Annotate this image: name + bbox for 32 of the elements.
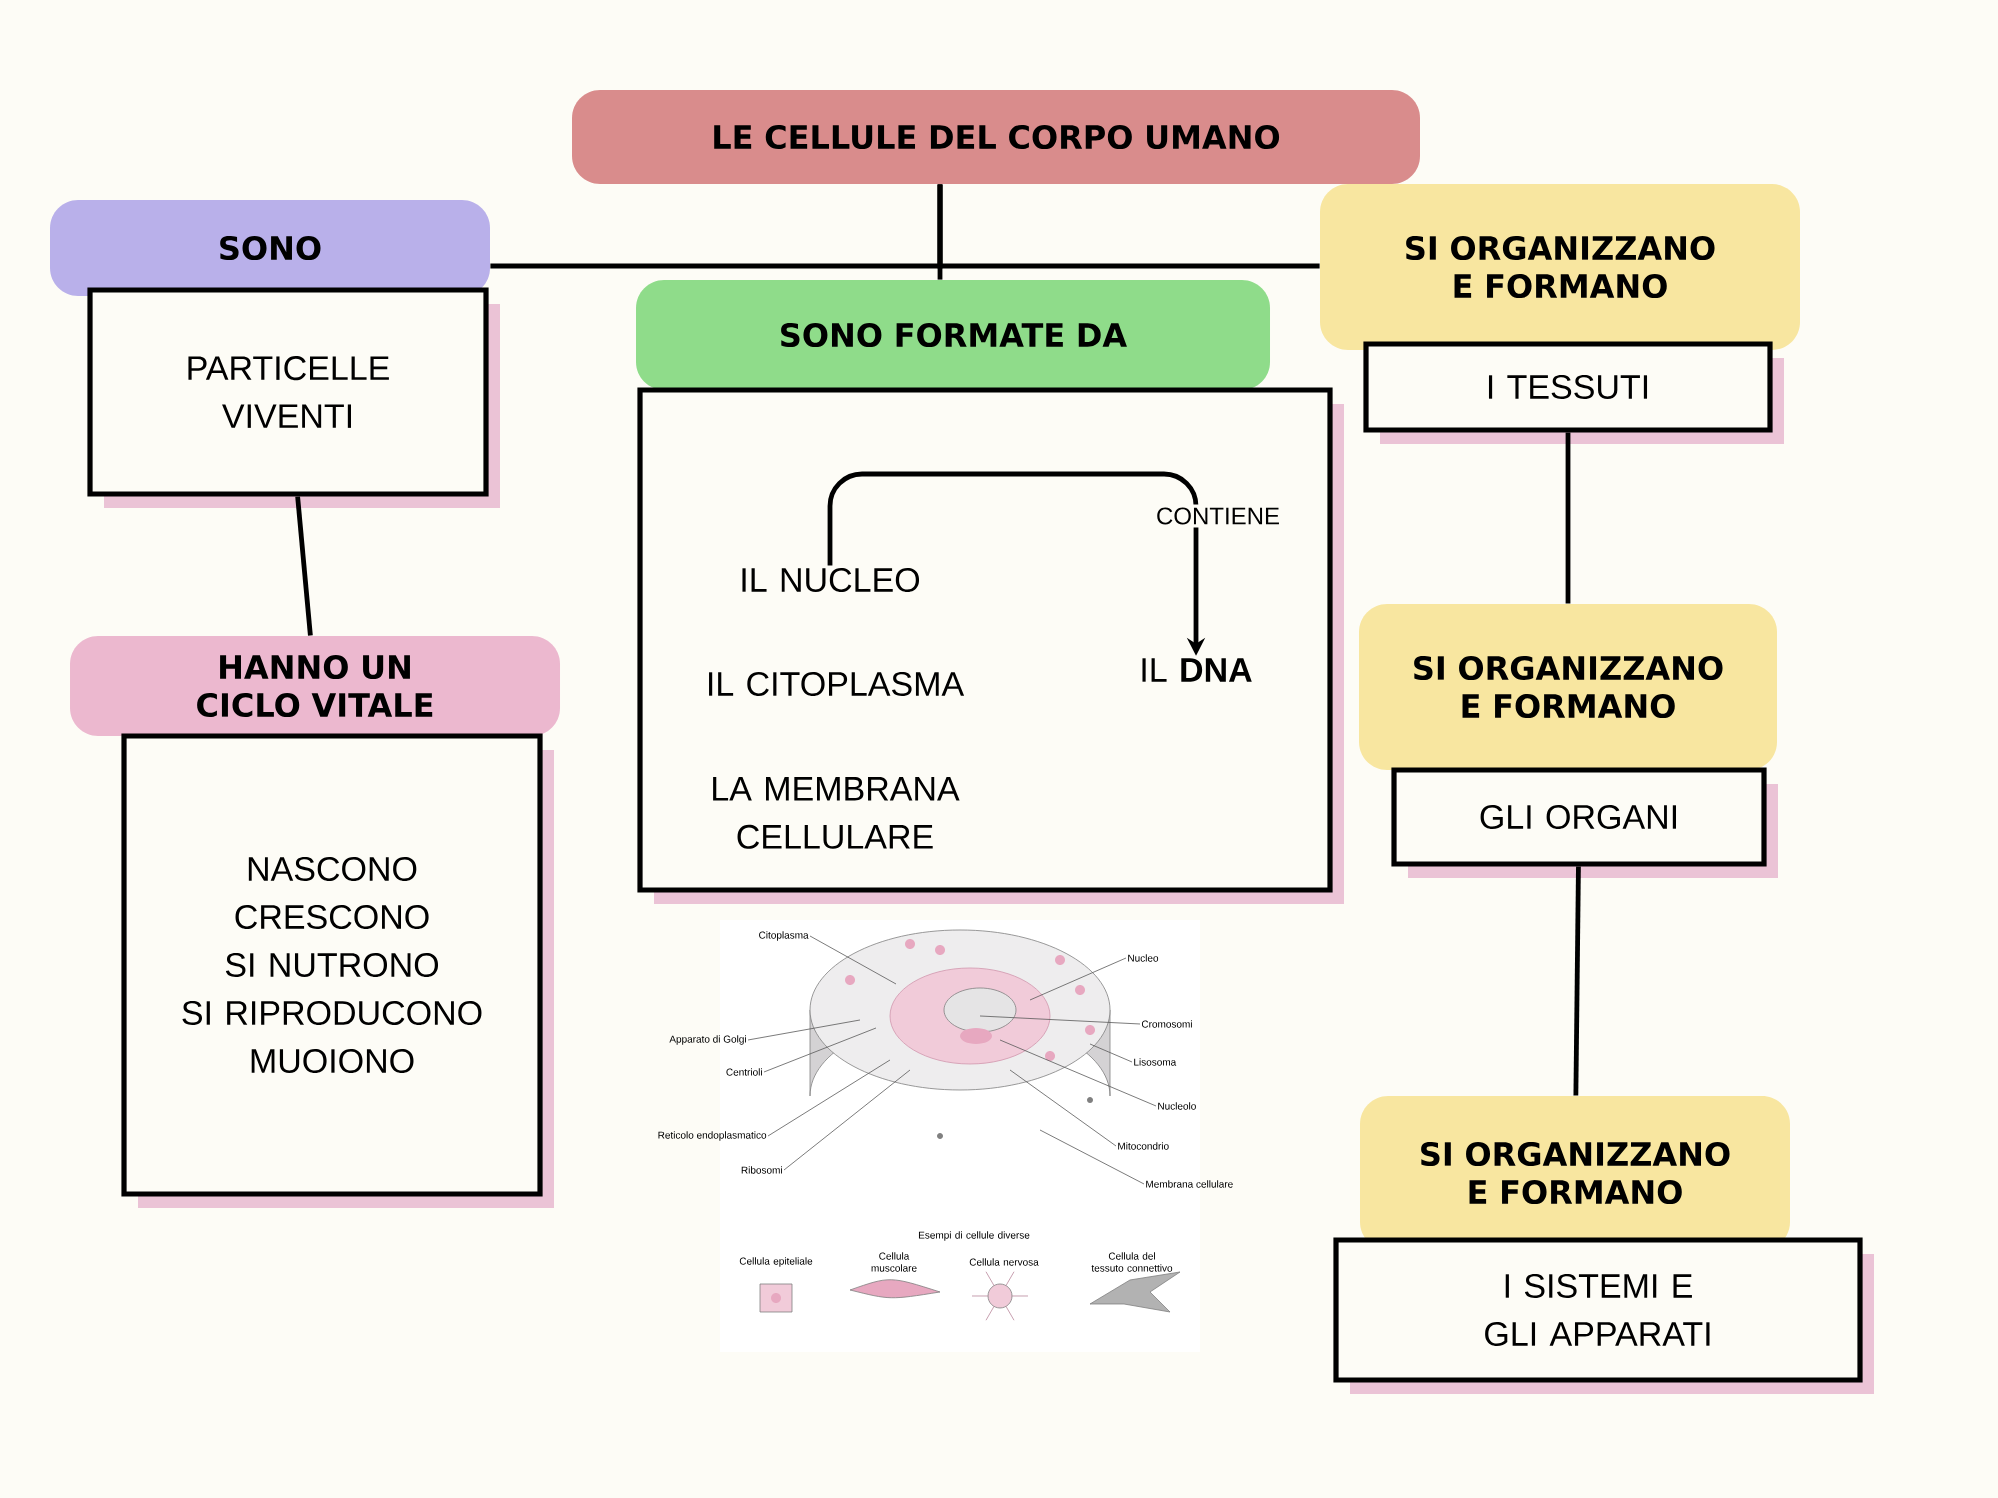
leader-line (1039, 1129, 1145, 1185)
edge-label: CONTIENE (1153, 504, 1283, 528)
leader-line (979, 1015, 1141, 1025)
text-box: I TESSUTI (1363, 341, 1784, 444)
heading-banner: SI ORGANIZZANO E FORMANO (1359, 604, 1777, 770)
leader-line (1029, 957, 1127, 1001)
leader-line (747, 1019, 861, 1041)
connector-line (295, 496, 313, 636)
text-box: NASCONO CRESCONO SI NUTRONO SI RIPRODUCONO MUOIONO (121, 733, 554, 1208)
leader-line (999, 1039, 1157, 1107)
text-box (637, 387, 1344, 904)
heading-banner: SONO FORMATE DA (636, 280, 1270, 390)
leader-line (809, 935, 897, 985)
leader-line (1009, 1069, 1117, 1147)
list-text: IL CITOPLASMA (709, 671, 965, 697)
connector-line (937, 184, 1320, 269)
heading-banner: HANNO UN CICLO VITALE (70, 636, 560, 736)
connector-line (1565, 432, 1571, 604)
leader-line (767, 1059, 891, 1137)
connector-line (1573, 866, 1581, 1096)
text-box: I SISTEMI E GLI APPARATI (1333, 1237, 1874, 1394)
list-text: IL NUCLEO (742, 567, 920, 593)
heading-banner: SI ORGANIZZANO E FORMANO (1320, 184, 1800, 350)
leader-line (763, 1027, 877, 1073)
list-text: LA MEMBRANA CELLULARE (713, 777, 960, 849)
text-box: GLI ORGANI (1391, 767, 1778, 878)
heading-banner: SI ORGANIZZANO E FORMANO (1360, 1096, 1790, 1250)
leader-line (783, 1069, 911, 1171)
title-banner: LE CELLULE DEL CORPO UMANO (572, 90, 1420, 184)
list-text: IL DNA (1142, 658, 1252, 682)
leader-line (1089, 1043, 1133, 1063)
text-box: PARTICELLE VIVENTI (87, 287, 500, 508)
